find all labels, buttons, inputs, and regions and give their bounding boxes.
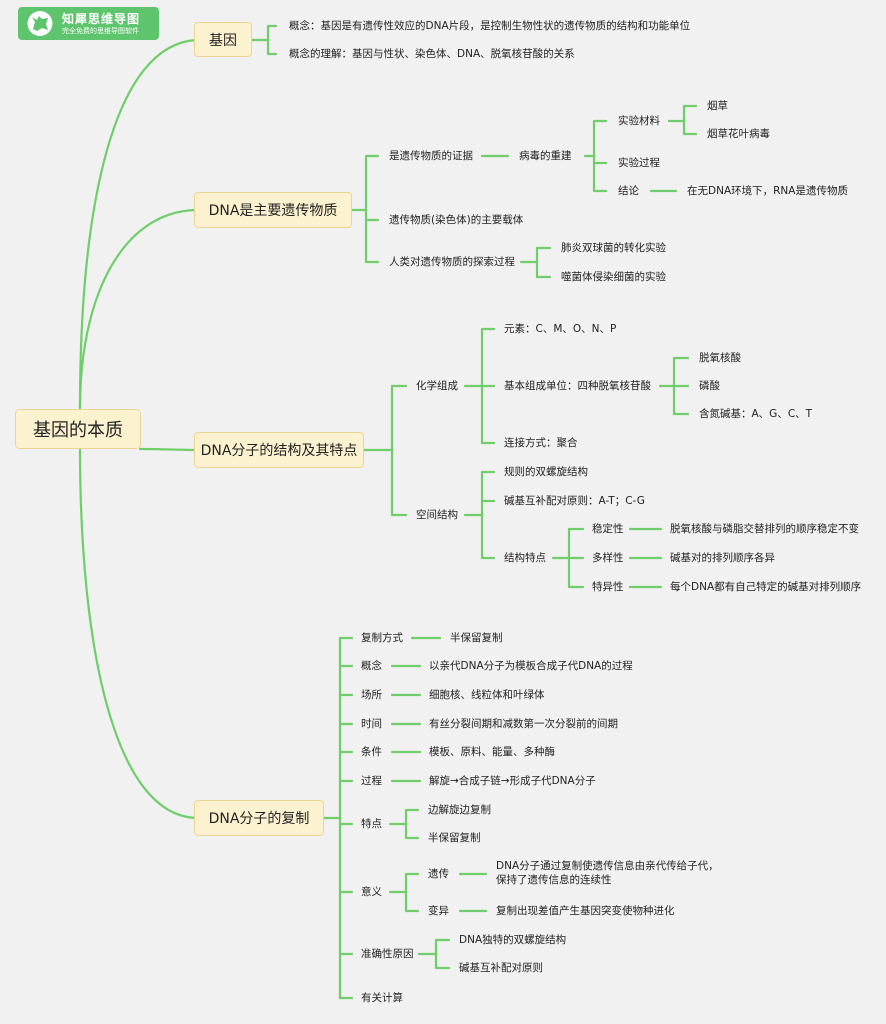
virus-rebuild[interactable]: 病毒的重建: [519, 150, 572, 162]
stability-text[interactable]: 脱氧核酸与磷脂交替排列的顺序稳定不变: [670, 523, 859, 535]
rep-place[interactable]: 场所: [361, 689, 382, 701]
rep-concept-text[interactable]: 以亲代DNA分子为模板合成子代DNA的过程: [429, 660, 633, 672]
rhino-icon: [27, 11, 53, 36]
rep-meaning[interactable]: 意义: [361, 886, 382, 898]
tobacco[interactable]: 烟草: [707, 100, 728, 112]
stability[interactable]: 稳定性: [592, 523, 624, 535]
unit-item[interactable]: 磷酸: [699, 380, 720, 392]
rep-variation-text[interactable]: 复制出现差值产生基因突变使物种进化: [496, 905, 675, 917]
rep-mode[interactable]: 复制方式: [361, 632, 403, 644]
specificity-text[interactable]: 每个DNA都有自己特定的碱基对排列顺序: [670, 581, 862, 593]
rep-time-text[interactable]: 有丝分裂间期和减数第一次分裂前的间期: [429, 718, 618, 730]
chem-composition[interactable]: 化学组成: [416, 380, 458, 392]
rep-accuracy-item[interactable]: 碱基互补配对原则: [459, 962, 543, 974]
rep-feature[interactable]: 特点: [361, 818, 382, 830]
rep-place-text[interactable]: 细胞核、线粒体和叶绿体: [429, 689, 545, 701]
unit-item[interactable]: 含氮碱基：A、G、C、T: [699, 408, 813, 420]
logo-name: 知犀思维导图: [62, 12, 141, 26]
node-dna-main[interactable]: DNA是主要遗传物质: [194, 192, 352, 228]
main-carrier[interactable]: 遗传物质(染色体)的主要载体: [389, 214, 524, 226]
evidence[interactable]: 是遗传物质的证据: [389, 150, 473, 162]
specificity[interactable]: 特异性: [592, 581, 624, 593]
rep-mode-text[interactable]: 半保留复制: [450, 632, 503, 644]
node-dna-structure[interactable]: DNA分子的结构及其特点: [194, 432, 364, 468]
node-gene[interactable]: 基因: [194, 22, 252, 57]
tmv[interactable]: 烟草花叶病毒: [707, 128, 770, 140]
rep-accuracy[interactable]: 准确性原因: [361, 948, 414, 960]
link-mode[interactable]: 连接方式：聚合: [504, 437, 578, 449]
explore-process[interactable]: 人类对遗传物质的探索过程: [389, 256, 515, 268]
node-dna-replication[interactable]: DNA分子的复制: [194, 800, 324, 836]
rep-calc[interactable]: 有关计算: [361, 992, 403, 1004]
base-pairing[interactable]: 碱基互补配对原则：A-T；C-G: [504, 495, 645, 507]
exp-transformation[interactable]: 肺炎双球菌的转化实验: [561, 242, 666, 254]
rep-time[interactable]: 时间: [361, 718, 382, 730]
logo: 知犀思维导图 完全免费的思维导图软件: [18, 7, 159, 40]
spatial-structure[interactable]: 空间结构: [416, 509, 458, 521]
rep-process[interactable]: 过程: [361, 775, 382, 787]
unit-item[interactable]: 脱氧核酸: [699, 352, 741, 364]
elements[interactable]: 元素：C、M、O、N、P: [504, 323, 617, 335]
rep-concept[interactable]: 概念: [361, 660, 382, 672]
rep-process-text[interactable]: 解旋→合成子链→形成子代DNA分子: [429, 775, 596, 787]
rep-heredity[interactable]: 遗传: [428, 868, 449, 880]
gene-understanding[interactable]: 概念的理解：基因与性状、染色体、DNA、脱氧核苷酸的关系: [289, 48, 575, 60]
diversity-text[interactable]: 碱基对的排列顺序各异: [670, 552, 775, 564]
rep-feature-item[interactable]: 边解旋边复制: [428, 804, 491, 816]
logo-tagline: 完全免费的思维导图软件: [62, 27, 139, 35]
rep-conditions[interactable]: 条件: [361, 746, 382, 758]
exp-phage[interactable]: 噬菌体侵染细菌的实验: [561, 271, 666, 283]
structure-features[interactable]: 结构特点: [504, 552, 546, 564]
rep-accuracy-item[interactable]: DNA独特的双螺旋结构: [459, 934, 567, 946]
rep-feature-item[interactable]: 半保留复制: [428, 832, 481, 844]
exp-process[interactable]: 实验过程: [618, 157, 660, 169]
double-helix[interactable]: 规则的双螺旋结构: [504, 466, 588, 478]
exp-material[interactable]: 实验材料: [618, 115, 660, 127]
diversity[interactable]: 多样性: [592, 552, 624, 564]
rep-heredity-text[interactable]: DNA分子通过复制使遗传信息由亲代传给子代，保持了遗传信息的连续性: [496, 860, 719, 886]
gene-concept[interactable]: 概念：基因是有遗传性效应的DNA片段，是控制生物性状的遗传物质的结构和功能单位: [289, 20, 691, 32]
rep-variation[interactable]: 变异: [428, 905, 449, 917]
root-node[interactable]: 基因的本质: [15, 409, 141, 449]
conclusion-text[interactable]: 在无DNA环境下，RNA是遗传物质: [687, 185, 848, 197]
rep-conditions-text[interactable]: 模板、原料、能量、多种酶: [429, 746, 555, 758]
conclusion[interactable]: 结论: [618, 185, 639, 197]
basic-unit[interactable]: 基本组成单位：四种脱氧核苷酸: [504, 380, 651, 392]
